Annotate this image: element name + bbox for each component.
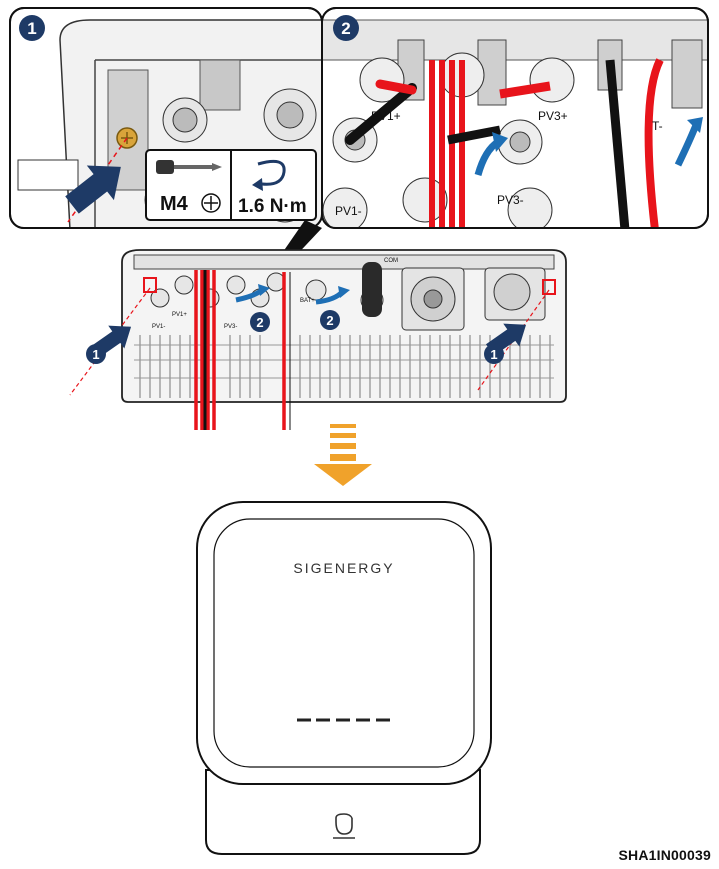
port-label: PV3- — [497, 193, 524, 207]
port-label: PV1+ — [172, 312, 187, 318]
inverter-bottom-view: PV1- PV1+ PV3- BAT+ COM 1 1 — [70, 250, 566, 430]
step1-callout: 1 — [86, 344, 106, 364]
step2-callout: 2 — [320, 310, 340, 330]
svg-text:2: 2 — [326, 313, 333, 328]
zoom-panel-left: M4 1.6 N·m 1 — [10, 8, 330, 230]
port-label: PV1- — [335, 204, 362, 218]
screw-size-label: M4 — [160, 193, 189, 215]
port-label: PV1+ — [371, 109, 401, 123]
port-label: BAT+ — [300, 298, 315, 304]
port-label: PV1- — [152, 324, 165, 330]
brand-logo-text: SIGENERGY — [293, 560, 394, 576]
svg-text:1: 1 — [27, 19, 36, 38]
step2-callout: 2 — [333, 15, 359, 41]
zoom-panel-right: PV1+ PV1- PV3+ PV3- T- 2 — [322, 8, 708, 232]
figure-id: SHA1IN00039 — [619, 847, 711, 863]
installed-cover: SIGENERGY — [197, 502, 491, 854]
port-label: COM — [384, 258, 398, 264]
svg-text:2: 2 — [256, 315, 263, 330]
down-arrow-icon — [314, 424, 372, 486]
svg-text:1: 1 — [490, 347, 497, 362]
svg-text:2: 2 — [341, 19, 350, 38]
svg-text:1: 1 — [92, 347, 99, 362]
tool-spec-box: M4 1.6 N·m — [146, 150, 316, 220]
step1-callout: 1 — [19, 15, 45, 41]
port-label: T- — [652, 119, 663, 133]
phillips-screw-icon — [202, 194, 220, 212]
step2-callout: 2 — [250, 312, 270, 332]
port-label: PV3+ — [538, 109, 568, 123]
step1-callout: 1 — [484, 344, 504, 364]
port-label: PV3- — [224, 324, 237, 330]
torque-label: 1.6 N·m — [238, 196, 307, 217]
